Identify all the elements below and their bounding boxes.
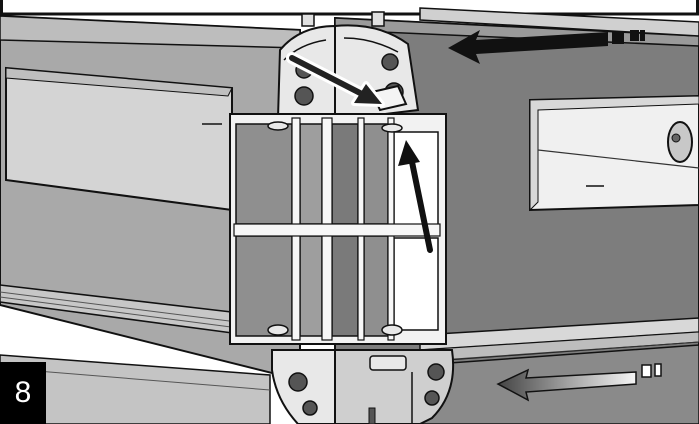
press-arrow-diagonal: [286, 52, 385, 107]
step-number: 8: [14, 376, 32, 409]
slide-arrow-bottom: [496, 363, 662, 402]
top-border-strip: [0, 0, 699, 14]
top-corner-connector: [276, 11, 420, 122]
bottom-corner-connector: [271, 349, 455, 424]
step-number-badge: 8: [0, 362, 46, 424]
lift-arrow-up: [398, 140, 433, 253]
screw: [368, 407, 376, 424]
slide-arrow-top: [448, 30, 645, 64]
handle-knob: [667, 121, 693, 163]
divider-grid: [229, 113, 447, 345]
